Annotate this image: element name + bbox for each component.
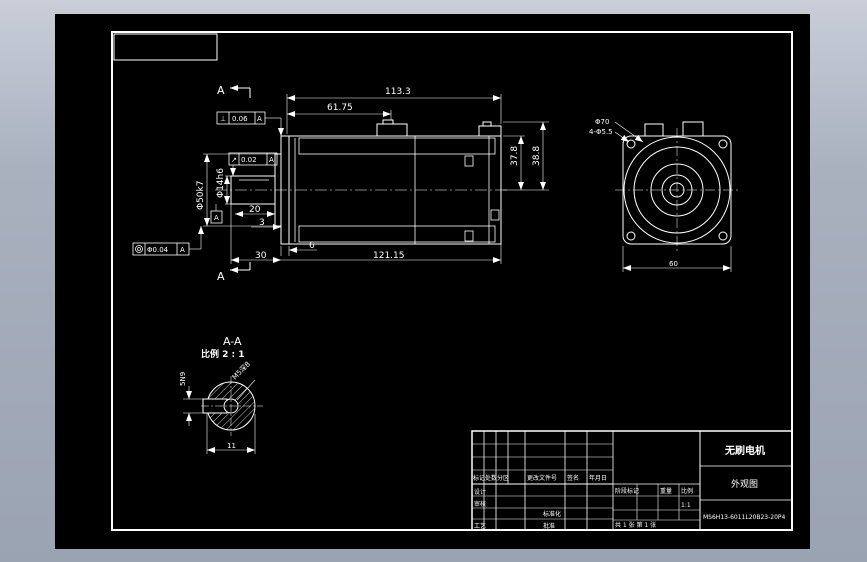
- sheet-count: 共 1 张 第 1 张: [615, 521, 656, 529]
- dim-body-length-text: 121.15: [373, 251, 405, 261]
- body-bottom-rib: [298, 225, 496, 243]
- side-screw: [464, 155, 474, 167]
- svg-text:比例: 比例: [681, 487, 693, 495]
- svg-text:⊥: ⊥: [220, 115, 226, 123]
- section-a-a[interactable]: A-A 比例 2 : 1 M5深8 5N9 11: [179, 335, 263, 454]
- dim-shaft-length-text: 30: [255, 251, 267, 261]
- gdt-runout: ↗ 0.02 A: [228, 152, 278, 176]
- power-connector[interactable]: [376, 123, 408, 137]
- end-view-connector: [644, 123, 664, 137]
- mount-hole: [626, 231, 636, 241]
- svg-text:分区: 分区: [497, 474, 509, 482]
- svg-text:A: A: [180, 246, 185, 254]
- svg-text:标记: 标记: [473, 474, 485, 482]
- gdt-concentricity: Φ0.04 A: [132, 226, 204, 256]
- svg-text:0.06: 0.06: [232, 115, 248, 123]
- dim-flange-offset-text: 6: [309, 241, 315, 251]
- rear-screw: [490, 209, 500, 221]
- section-label-bottom: A: [217, 270, 225, 283]
- dim-shaft-diameter-text: Φ14h6: [216, 168, 226, 198]
- section-scale: 比例 2 : 1: [201, 348, 245, 360]
- svg-text:A: A: [257, 115, 262, 123]
- dim-flange-thickness-text: 3: [259, 218, 265, 228]
- top-left-tag-box: [113, 33, 218, 61]
- svg-text:审核: 审核: [474, 500, 486, 508]
- svg-text:A: A: [269, 156, 274, 164]
- svg-text:年月日: 年月日: [589, 474, 607, 482]
- dim-connector-offset-text: 61.75: [327, 103, 353, 113]
- dim-total-length-text: 113.3: [385, 87, 411, 97]
- dim-hole-pattern-text: 4-Φ5.5: [589, 128, 613, 136]
- svg-text:标准化: 标准化: [543, 510, 561, 518]
- svg-text:工艺: 工艺: [474, 522, 486, 530]
- motor-side-view[interactable]: 113.3 61.75 37.8 38.8 Φ50k7 Φ14h6 20 3: [132, 84, 549, 283]
- dim-thread-text: M5深8: [230, 360, 252, 382]
- dim-key-length-text: 20: [249, 205, 261, 215]
- dim-flange-width-text: 60: [669, 260, 678, 268]
- dim-key-width-text: 5N9: [179, 372, 187, 386]
- mount-hole: [626, 139, 636, 149]
- dim-key-depth-text: 11: [227, 442, 236, 450]
- scale-value: 1:1: [681, 502, 691, 509]
- body-top-rib: [298, 137, 496, 155]
- motor-end-view[interactable]: Φ70 4-Φ5.5 60: [589, 118, 739, 272]
- svg-text:更改文件号: 更改文件号: [527, 474, 557, 482]
- svg-text:A: A: [214, 214, 219, 222]
- svg-text:批准: 批准: [543, 522, 555, 530]
- svg-text:设计: 设计: [474, 488, 486, 496]
- dim-connector-height-text: 37.8: [510, 146, 520, 166]
- mount-hole: [718, 231, 728, 241]
- gdt-datum-a: A: [210, 204, 223, 224]
- section-title: A-A: [223, 335, 242, 348]
- title-block[interactable]: 标记 处数 分区 更改文件号 签名 年月日 设计 审核 工艺 标准化 批准 阶段…: [471, 430, 793, 531]
- dim-total-height-text: 38.8: [532, 146, 542, 166]
- svg-text:Φ0.04: Φ0.04: [147, 246, 169, 254]
- encoder-connector[interactable]: [478, 125, 502, 137]
- svg-text:阶段标记: 阶段标记: [615, 487, 639, 495]
- part-number: MS6H13-6011L20B23-20P4: [703, 514, 786, 521]
- encoder-connector-tab: [482, 121, 492, 127]
- power-connector-tab: [382, 119, 394, 125]
- section-label-top: A: [217, 84, 225, 97]
- title-block-frame: [471, 430, 793, 531]
- svg-text:处数: 处数: [485, 474, 497, 482]
- side-screw: [464, 230, 474, 242]
- drawing-sheet[interactable]: 113.3 61.75 37.8 38.8 Φ50k7 Φ14h6 20 3: [55, 14, 810, 549]
- shaft-outline: [230, 175, 276, 205]
- svg-text:↗: ↗: [231, 156, 237, 164]
- svg-text:0.02: 0.02: [241, 156, 257, 164]
- end-view-connector: [682, 121, 704, 137]
- dim-pilot-diameter-text: Φ50k7: [196, 181, 206, 210]
- mount-hole: [718, 139, 728, 149]
- svg-text:重量: 重量: [660, 487, 672, 495]
- gdt-perpendicularity: ⊥ 0.06 A: [216, 111, 284, 136]
- drawing-canvas: 113.3 61.75 37.8 38.8 Φ50k7 Φ14h6 20 3: [111, 31, 793, 531]
- sheet-border: [111, 31, 793, 531]
- dim-pcd-text: Φ70: [595, 118, 609, 126]
- title-name: 无刷电机: [724, 444, 765, 457]
- svg-text:签名: 签名: [567, 474, 579, 482]
- title-view: 外观图: [731, 478, 758, 490]
